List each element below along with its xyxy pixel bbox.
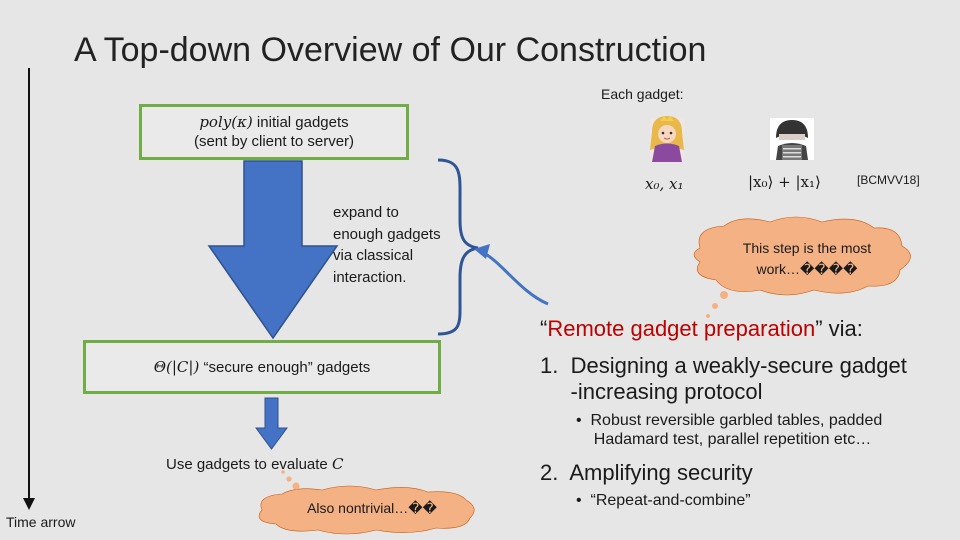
sub-bullet-1-line2: Hadamard test, parallel repetition etc…: [576, 431, 872, 448]
time-arrow-head-icon: [23, 498, 35, 510]
classical-symbol: x₀, x₁: [645, 175, 684, 193]
cloud-top-line2: work…����: [756, 261, 858, 277]
remote-close: ” via:: [815, 316, 863, 341]
sent-by-client-text: (sent by client to server): [193, 133, 355, 150]
curly-brace: [437, 158, 479, 336]
citation: [BCMVV18]: [857, 173, 920, 187]
circuit-c: C: [331, 455, 344, 473]
sub-bullet-2: • “Repeat-and-combine”: [576, 492, 751, 509]
expand-line: interaction.: [333, 268, 407, 286]
princess-avatar-icon: [650, 116, 684, 162]
cloud-top-text: This step is the most work…����: [722, 238, 892, 280]
secure-gadgets-box: Θ(|C|) “secure enough” gadgets: [83, 340, 441, 394]
pointer-arrowhead: [474, 244, 490, 259]
remote-highlight: Remote gadget preparation: [547, 316, 816, 341]
list-item-1-line1: 1. Designing a weakly-secure gadget: [540, 353, 907, 378]
sub-bullet-1-line1: • Robust reversible garbled tables, padd…: [576, 412, 883, 429]
list-item-1: 1. Designing a weakly-secure gadget -inc…: [540, 353, 907, 405]
time-arrow-line: [28, 68, 30, 502]
sub-bullet-1: • Robust reversible garbled tables, padd…: [576, 411, 882, 449]
evaluate-text: Use gadgets to evaluate: [166, 456, 332, 473]
slide-title: A Top-down Overview of Our Construction: [74, 31, 707, 69]
initial-gadgets-text: initial gadgets: [252, 114, 349, 131]
list-item-2: 2. Amplifying security: [540, 460, 753, 485]
quantum-symbol: |x₀⟩ + |x₁⟩: [748, 173, 821, 191]
expand-line: enough gadgets: [333, 225, 441, 243]
thought-cloud-top: [693, 216, 911, 318]
remote-heading: “Remote gadget preparation” via:: [540, 316, 863, 342]
expand-line: via classical: [333, 247, 414, 264]
secure-enough-text: “secure enough” gadgets: [199, 358, 371, 376]
expand-arrow: [207, 160, 339, 340]
remote-open-quote: “: [540, 316, 548, 341]
expand-caption: expand to enough gadgets via classical i…: [333, 202, 441, 288]
cloud-bottom-text: Also nontrivial…��: [307, 500, 437, 516]
cloud-top-line1: This step is the most: [742, 240, 872, 256]
initial-gadgets-box: poly(κ) initial gadgets (sent by client …: [139, 104, 409, 160]
evaluate-arrow: [255, 397, 288, 450]
hacker-avatar-icon: [770, 118, 814, 160]
thought-cloud-bottom: [258, 470, 475, 535]
time-arrow-label: Time arrow: [6, 514, 76, 530]
poly-kappa: poly(κ): [199, 113, 253, 131]
list-item-1-line2: -increasing protocol: [540, 379, 763, 404]
pointer-curve: [481, 250, 549, 306]
each-gadget-label: Each gadget:: [601, 86, 684, 102]
evaluate-caption: Use gadgets to evaluate C: [166, 455, 343, 473]
theta-c: Θ(|C|): [153, 357, 200, 376]
expand-line: expand to: [333, 204, 399, 221]
